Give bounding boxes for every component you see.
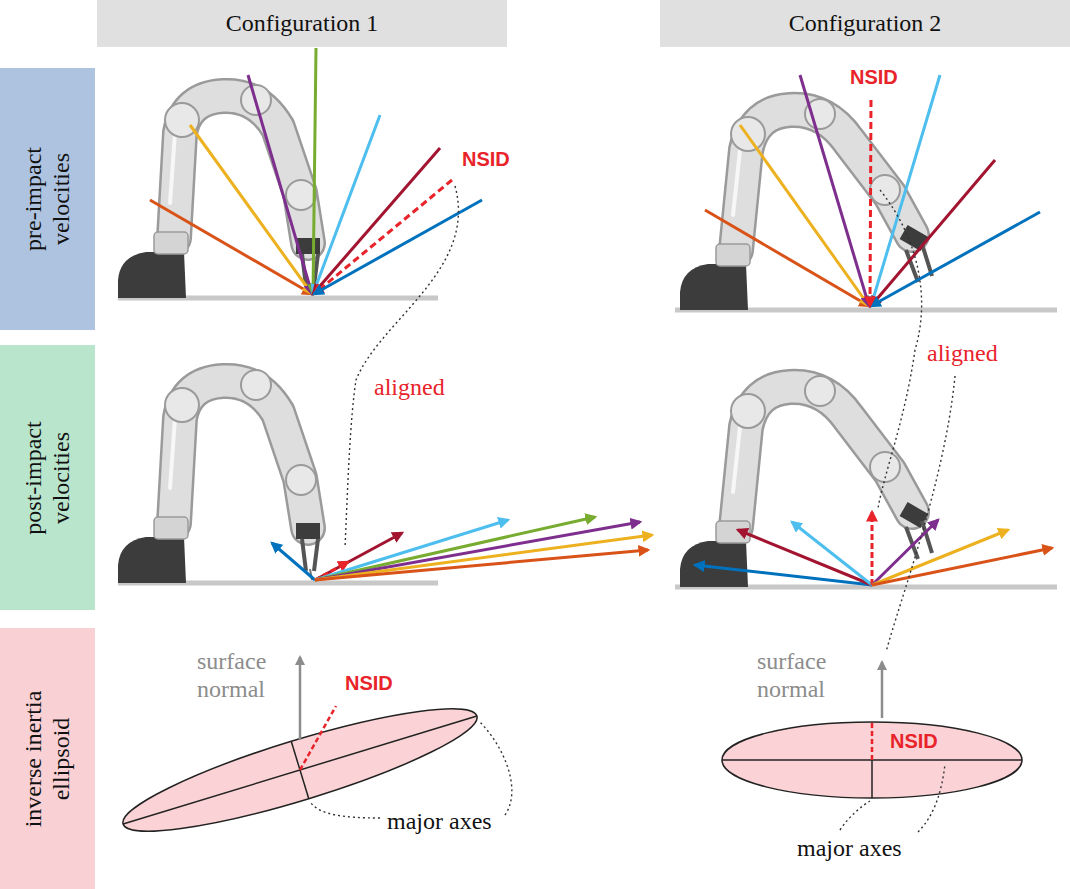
velocity-arrow xyxy=(871,212,1040,306)
row-label-band: post-impact velocities xyxy=(0,345,95,610)
aligned-label: aligned xyxy=(925,340,1000,368)
velocity-arrow xyxy=(314,200,482,294)
nsid-line xyxy=(871,722,874,760)
velocity-arrow xyxy=(313,148,440,294)
velocity-arrow xyxy=(315,522,640,580)
velocity-arrow xyxy=(738,530,872,585)
surface-normal-label: surface normal xyxy=(755,648,850,703)
velocity-arrow xyxy=(272,543,315,580)
velocity-arrow xyxy=(871,75,940,306)
nsid-line xyxy=(300,706,336,770)
leader-line xyxy=(345,186,458,548)
row-label: pre-impact velocities xyxy=(20,114,75,284)
nsid-label: NSID xyxy=(343,672,395,695)
major-axes-label: major axes xyxy=(795,835,904,863)
surface-normal-label: surface normal xyxy=(195,648,290,703)
minor-axis xyxy=(871,760,873,798)
inertia-ellipse xyxy=(722,722,1022,798)
nsid-label: NSID xyxy=(460,148,512,171)
leader-line xyxy=(878,190,922,508)
velocity-arrow xyxy=(248,75,312,294)
nsid-arrow xyxy=(871,512,874,585)
column-title: Configuration 2 xyxy=(789,10,942,38)
velocity-arrow xyxy=(871,160,995,306)
velocity-arrow xyxy=(872,530,1008,585)
surface-normal-arrow xyxy=(881,662,884,718)
major-axes-label: major axes xyxy=(385,808,494,836)
velocity-arrow xyxy=(872,548,1052,585)
leader-line xyxy=(480,722,512,815)
leader-line xyxy=(886,376,955,652)
nsid-arrow xyxy=(870,100,871,306)
aligned-label: aligned xyxy=(372,374,447,402)
nsid-label: NSID xyxy=(848,66,900,89)
velocity-arrow xyxy=(872,520,938,585)
leader-line xyxy=(311,803,380,818)
row-label: post-impact velocities xyxy=(20,393,75,563)
column-header: Configuration 2 xyxy=(660,0,1070,47)
leader-line xyxy=(918,764,945,832)
velocity-arrow xyxy=(190,125,312,294)
column-header: Configuration 1 xyxy=(97,0,507,47)
surface-normal-arrow xyxy=(299,657,302,740)
column-title: Configuration 1 xyxy=(226,10,379,38)
velocity-arrow xyxy=(792,522,872,585)
velocity-arrow xyxy=(313,48,316,294)
robot-arm xyxy=(680,376,932,587)
row-label-band: pre-impact velocities xyxy=(0,68,95,330)
velocity-arrow xyxy=(315,550,648,580)
row-label-band: inverse inertia ellipsoid xyxy=(0,628,95,889)
velocity-arrow xyxy=(740,125,869,306)
leader-line xyxy=(840,801,870,830)
nsid-label: NSID xyxy=(888,730,940,753)
velocity-arrow xyxy=(800,75,869,306)
row-label: inverse inertia ellipsoid xyxy=(20,674,75,844)
velocity-arrow xyxy=(315,535,652,580)
robot-arm xyxy=(118,85,320,298)
robot-arm xyxy=(118,370,320,583)
nsid-arrow xyxy=(314,180,452,294)
